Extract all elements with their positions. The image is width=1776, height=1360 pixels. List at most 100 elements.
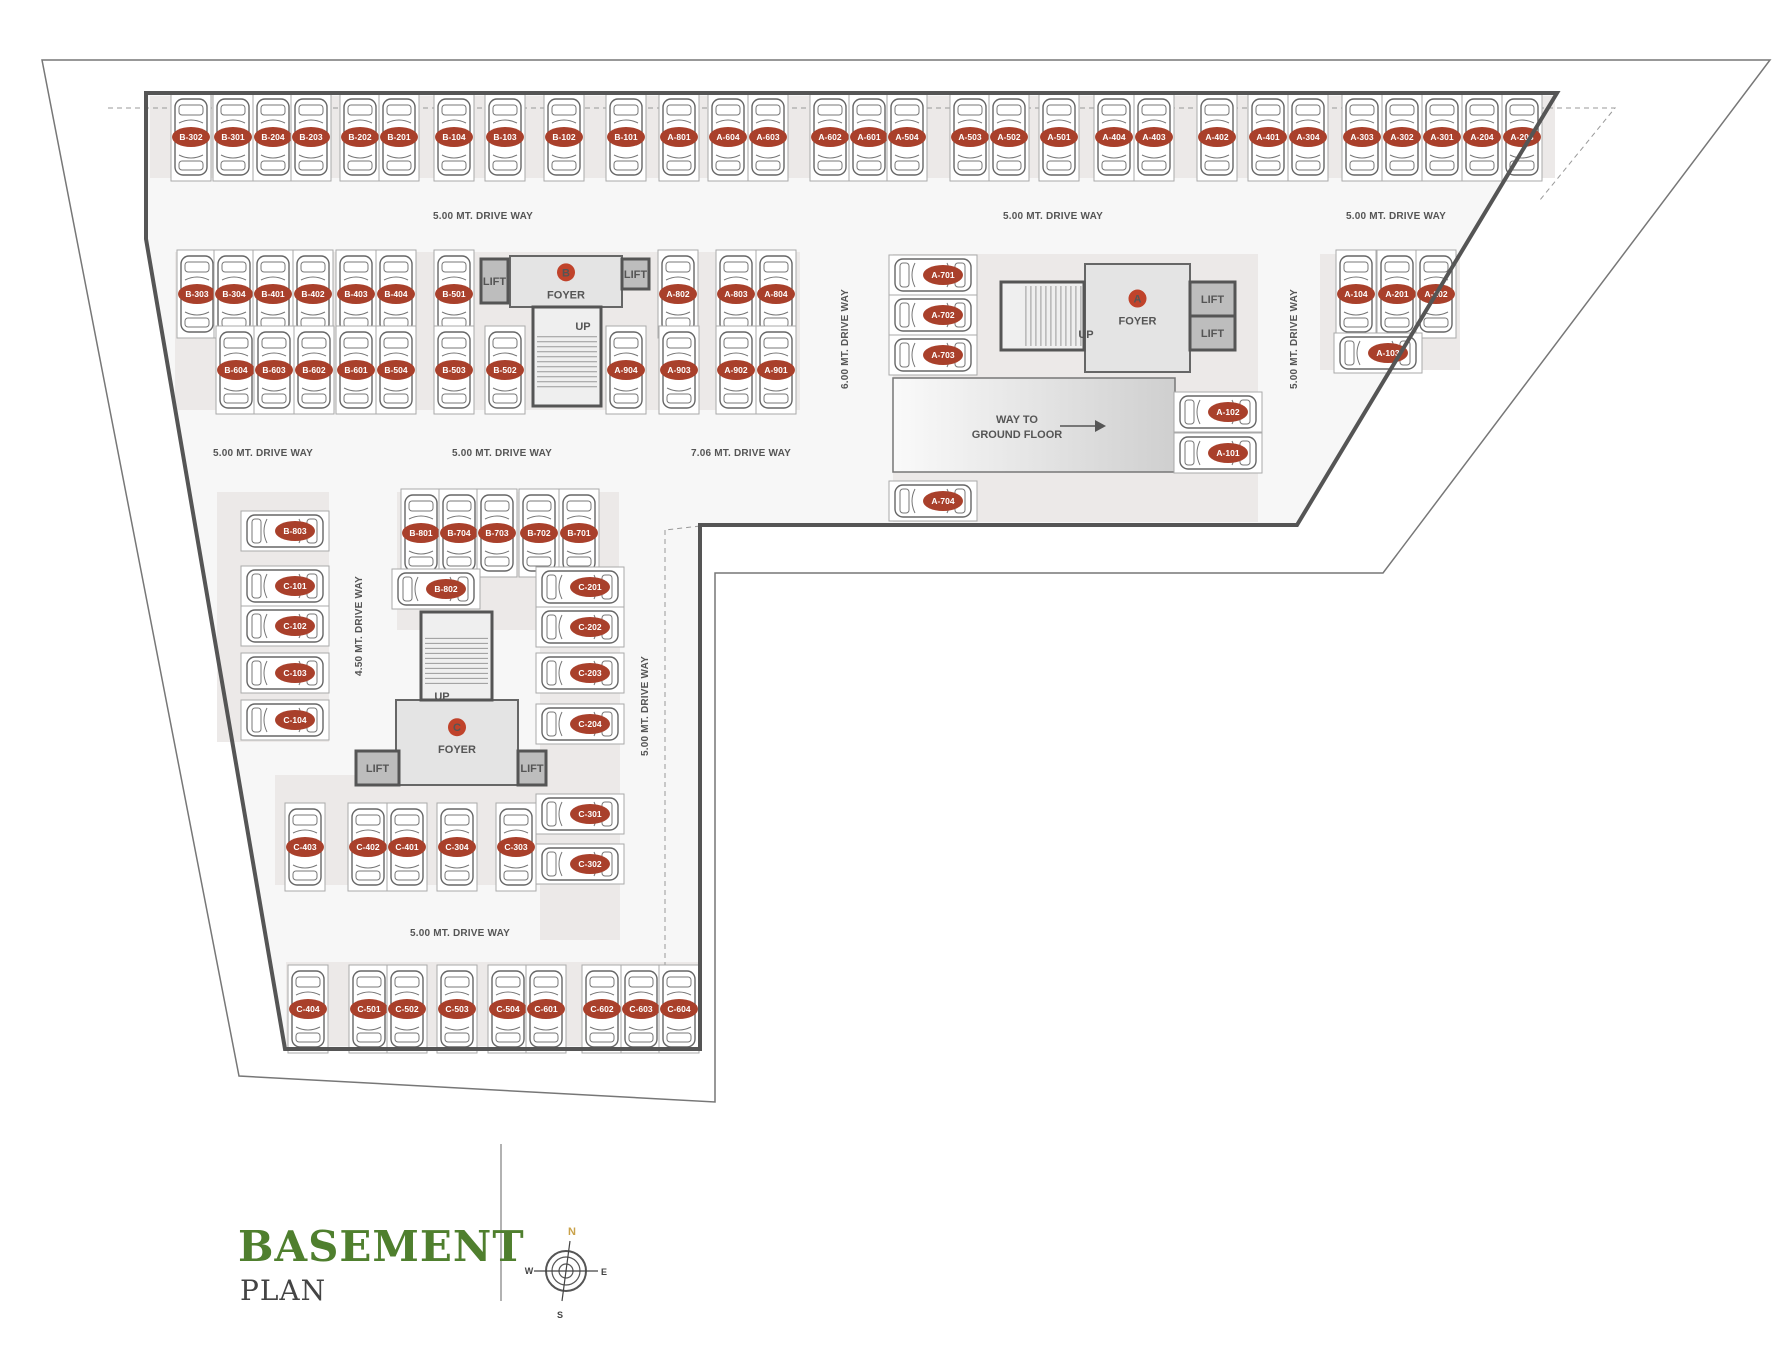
- lift[interactable]: LIFT: [620, 257, 651, 291]
- parking-space[interactable]: B-802: [391, 568, 481, 610]
- parking-space[interactable]: A-603: [747, 92, 789, 182]
- parking-space[interactable]: A-503: [949, 92, 991, 182]
- parking-space[interactable]: A-404: [1093, 92, 1135, 182]
- parking-space[interactable]: A-504: [886, 92, 928, 182]
- parking-space[interactable]: A-701: [888, 254, 978, 296]
- parking-space[interactable]: B-501: [433, 249, 475, 339]
- parking-space[interactable]: B-503: [433, 325, 475, 415]
- parking-space[interactable]: B-301: [212, 92, 254, 182]
- parking-space-label: C-503: [445, 1004, 468, 1014]
- parking-space[interactable]: A-303: [1341, 92, 1383, 182]
- parking-space[interactable]: A-203: [1501, 92, 1543, 182]
- parking-space[interactable]: B-602: [293, 325, 335, 415]
- parking-space[interactable]: C-501: [348, 964, 390, 1054]
- parking-space[interactable]: A-801: [658, 92, 700, 182]
- parking-space[interactable]: B-402: [292, 249, 334, 339]
- parking-space[interactable]: A-302: [1381, 92, 1423, 182]
- parking-space[interactable]: C-401: [386, 802, 428, 892]
- parking-space[interactable]: B-302: [170, 92, 212, 182]
- parking-space[interactable]: B-304: [213, 249, 255, 339]
- lift[interactable]: LIFT: [479, 257, 510, 305]
- parking-space[interactable]: B-801: [400, 488, 442, 578]
- parking-space[interactable]: A-803: [715, 249, 757, 339]
- lift[interactable]: LIFT: [1188, 314, 1237, 352]
- staircase[interactable]: [531, 305, 603, 408]
- parking-space[interactable]: B-104: [433, 92, 475, 182]
- parking-space[interactable]: A-101: [1173, 432, 1263, 474]
- parking-space[interactable]: A-702: [888, 294, 978, 336]
- parking-space[interactable]: A-904: [605, 325, 647, 415]
- parking-space[interactable]: C-604: [658, 964, 700, 1054]
- parking-space[interactable]: C-302: [535, 843, 625, 885]
- parking-space[interactable]: B-204: [252, 92, 294, 182]
- parking-space[interactable]: A-402: [1196, 92, 1238, 182]
- parking-space[interactable]: A-602: [809, 92, 851, 182]
- parking-space[interactable]: B-202: [339, 92, 381, 182]
- parking-space[interactable]: C-403: [284, 802, 326, 892]
- parking-space[interactable]: B-604: [215, 325, 257, 415]
- staircase[interactable]: [999, 280, 1086, 352]
- parking-space[interactable]: C-203: [535, 652, 625, 694]
- lift[interactable]: LIFT: [516, 749, 548, 787]
- parking-space[interactable]: A-901: [755, 325, 797, 415]
- parking-space[interactable]: A-703: [888, 334, 978, 376]
- parking-space[interactable]: B-203: [290, 92, 332, 182]
- parking-space[interactable]: B-404: [375, 249, 417, 339]
- parking-space[interactable]: A-902: [715, 325, 757, 415]
- parking-space[interactable]: B-803: [240, 510, 330, 552]
- parking-space[interactable]: B-701: [558, 488, 600, 578]
- parking-space[interactable]: B-702: [518, 488, 560, 578]
- parking-space[interactable]: C-103: [240, 652, 330, 694]
- parking-space[interactable]: C-502: [386, 964, 428, 1054]
- parking-space[interactable]: A-102: [1173, 391, 1263, 433]
- parking-space[interactable]: C-104: [240, 699, 330, 741]
- parking-space[interactable]: A-401: [1247, 92, 1289, 182]
- parking-space[interactable]: B-504: [375, 325, 417, 415]
- parking-space[interactable]: A-903: [658, 325, 700, 415]
- parking-space[interactable]: A-804: [755, 249, 797, 339]
- parking-space[interactable]: C-504: [487, 964, 529, 1054]
- parking-space[interactable]: A-802: [657, 249, 699, 339]
- parking-space[interactable]: C-304: [436, 802, 478, 892]
- parking-space[interactable]: C-402: [347, 802, 389, 892]
- parking-space[interactable]: B-102: [543, 92, 585, 182]
- parking-space[interactable]: B-403: [335, 249, 377, 339]
- parking-space[interactable]: C-602: [581, 964, 623, 1054]
- parking-space[interactable]: B-401: [252, 249, 294, 339]
- parking-space[interactable]: B-103: [484, 92, 526, 182]
- parking-space[interactable]: C-603: [620, 964, 662, 1054]
- parking-space[interactable]: A-601: [848, 92, 890, 182]
- parking-space[interactable]: A-201: [1376, 249, 1418, 339]
- parking-space[interactable]: C-404: [287, 964, 329, 1054]
- parking-space[interactable]: A-301: [1421, 92, 1463, 182]
- parking-space[interactable]: B-603: [253, 325, 295, 415]
- parking-space[interactable]: B-101: [605, 92, 647, 182]
- parking-space[interactable]: B-704: [438, 488, 480, 578]
- parking-space[interactable]: A-403: [1133, 92, 1175, 182]
- parking-space[interactable]: B-303: [176, 249, 218, 339]
- parking-space[interactable]: A-501: [1038, 92, 1080, 182]
- parking-space[interactable]: A-704: [888, 480, 978, 522]
- parking-space[interactable]: C-301: [535, 793, 625, 835]
- parking-space[interactable]: C-303: [495, 802, 537, 892]
- parking-space[interactable]: C-204: [535, 703, 625, 745]
- parking-space[interactable]: C-202: [535, 606, 625, 648]
- parking-space[interactable]: A-104: [1335, 249, 1377, 339]
- parking-space[interactable]: A-304: [1287, 92, 1329, 182]
- parking-space[interactable]: C-101: [240, 565, 330, 607]
- parking-space[interactable]: B-601: [335, 325, 377, 415]
- parking-space[interactable]: C-201: [535, 566, 625, 608]
- lift[interactable]: LIFT: [354, 749, 401, 787]
- parking-space[interactable]: A-502: [988, 92, 1030, 182]
- parking-space[interactable]: C-601: [525, 964, 567, 1054]
- parking-space[interactable]: B-703: [476, 488, 518, 578]
- parking-space[interactable]: B-201: [378, 92, 420, 182]
- parking-space[interactable]: B-502: [484, 325, 526, 415]
- staircase[interactable]: [419, 610, 494, 702]
- parking-space[interactable]: A-204: [1461, 92, 1503, 182]
- parking-space[interactable]: C-102: [240, 605, 330, 647]
- parking-space[interactable]: A-604: [707, 92, 749, 182]
- lift[interactable]: LIFT: [1188, 280, 1237, 318]
- parking-space[interactable]: C-503: [436, 964, 478, 1054]
